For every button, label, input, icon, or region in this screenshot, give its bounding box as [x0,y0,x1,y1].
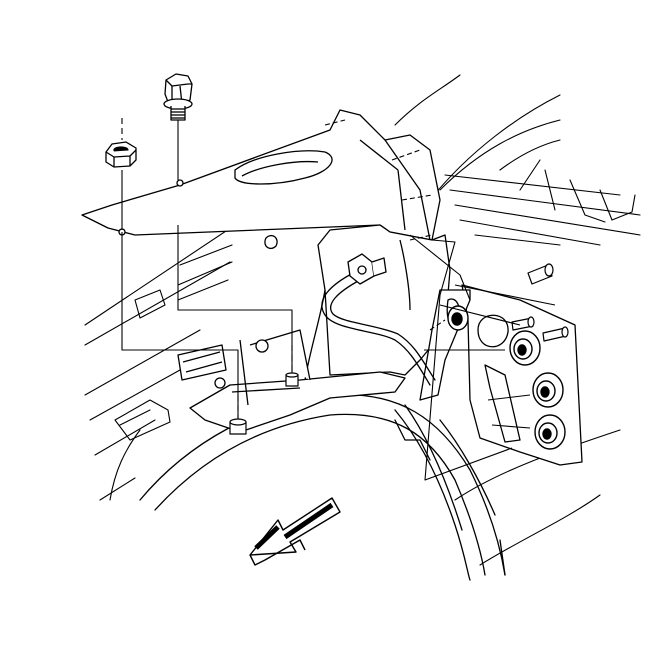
bracket-hole [177,180,183,186]
grommet [510,331,540,365]
small-bolt [230,419,246,434]
hydraulic-fitting [348,254,386,284]
rubber-grommets [448,306,565,449]
studs [512,264,568,341]
bracket-bolts [230,373,298,434]
grommet [533,373,563,407]
wheelhouse-panel [140,394,505,580]
stud [543,327,568,341]
stud [512,317,534,330]
grommet [535,415,565,449]
lower-mount-plate [178,236,405,432]
vehicle-body-background [85,75,640,565]
hex-nut [106,142,136,167]
bracket-bolt-head [256,340,268,352]
hex-bolt [164,74,192,120]
stud [528,264,553,284]
brake-line [322,272,435,385]
grommet [448,306,468,330]
bracket-bolt-head [215,378,225,388]
direction-arrow [250,498,340,565]
small-bolt [286,373,298,386]
explosion-lines [122,118,555,480]
